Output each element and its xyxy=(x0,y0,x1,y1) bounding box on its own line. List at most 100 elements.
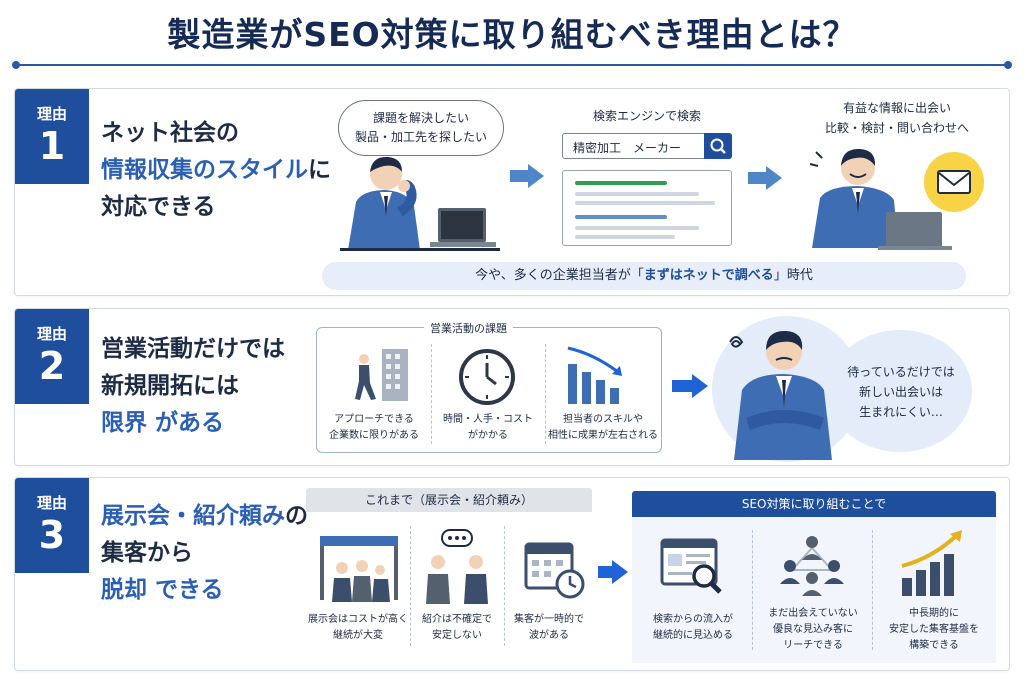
flow-arrow-4 xyxy=(598,560,632,584)
reason-1-badge-number: 1 xyxy=(38,124,66,168)
search-results xyxy=(562,170,732,246)
after-3-line-3: 構築できる xyxy=(909,640,959,651)
issue-2-text: 時間・人手・コスト がかかる xyxy=(432,412,544,444)
issue-3-line-1: 担当者のスキルや xyxy=(563,414,643,425)
reason-2-badge-label: 理由 xyxy=(36,325,67,343)
speech-bubble-background xyxy=(828,330,972,452)
banner-post: 」時代 xyxy=(773,268,813,283)
divider xyxy=(410,526,411,646)
reason-1-heading: ネット社会の 情報収集のスタイルに 対応できる xyxy=(101,115,331,226)
divider xyxy=(431,344,432,444)
after-1-text: 検索からの流入が 継続的に見込める xyxy=(636,612,750,644)
before-3-line-1: 集客が一時的で xyxy=(514,614,584,625)
network-people-icon xyxy=(780,536,844,596)
result-line xyxy=(575,235,675,239)
reason-1-badge-label: 理由 xyxy=(36,105,67,123)
result-line xyxy=(575,226,699,230)
thinking-person-icon xyxy=(340,156,500,251)
reason-1-heading-line2-rest: に xyxy=(308,157,331,183)
result-line xyxy=(575,215,667,219)
after-2-text: まだ出会えていない 優良な見込み客に リーチできる xyxy=(754,606,872,654)
before-header: これまで（展示会・紹介頼み） xyxy=(306,488,592,512)
thought-line-1: 課題を解決したい xyxy=(372,111,469,125)
after-3-line-1: 中長期的に xyxy=(909,608,959,619)
search-icon xyxy=(710,138,726,154)
exhibition-booth-icon xyxy=(320,536,398,602)
result-line-2: 比較・検討・問い合わせへ xyxy=(824,121,969,135)
search-button xyxy=(704,133,732,159)
after-2-line-2: 優良な見込み客に xyxy=(773,624,853,635)
after-3-text: 中長期的に 安定した集客基盤を 構築できる xyxy=(874,606,994,654)
reason-1-banner: 今や、多くの企業担当者が「まずはネットで調べる」時代 xyxy=(322,262,966,290)
flow-arrow-3 xyxy=(672,374,712,398)
after-1-line-1: 検索からの流入が xyxy=(653,614,733,625)
before-2-text: 紹介は不確定で 安定しない xyxy=(410,612,504,644)
worry-scribble-icon xyxy=(729,336,744,348)
before-2-line-1: 紹介は不確定で xyxy=(422,614,492,625)
before-1-line-1: 展示会はコストが高く xyxy=(308,614,408,625)
wait-line-3: 生まれにくい… xyxy=(859,405,943,419)
reason-3-heading-line3-rest: できる xyxy=(147,577,224,603)
thought-line-2: 製品・加工先を探したい xyxy=(354,130,487,144)
search-query: 精密加工 メーカー xyxy=(573,141,682,155)
reason-2-heading: 営業活動だけでは 新規開拓には 限界 がある xyxy=(101,331,285,442)
reason-2-heading-accent: 限界 xyxy=(101,410,147,436)
before-2-line-2: 安定しない xyxy=(432,630,482,641)
thought-bubble: 課題を解決したい 製品・加工先を探したい xyxy=(338,100,504,156)
laptop-icon xyxy=(430,208,496,247)
growth-chart-icon xyxy=(901,530,962,596)
flow-arrow-2 xyxy=(748,166,784,190)
reason-2-heading-line3-rest: がある xyxy=(147,410,225,436)
before-3-text: 集客が一時的で 波がある xyxy=(504,612,594,644)
search-caption: 検索エンジンで検索 xyxy=(592,109,701,123)
before-1-line-2: 継続が大変 xyxy=(333,630,383,641)
reason-3-heading-accent-1: 展示会・紹介頼み xyxy=(101,503,285,529)
before-1-text: 展示会はコストが高く 継続が大変 xyxy=(306,612,410,644)
page-title: 製造業がSEO対策に取り組むべき理由とは？ xyxy=(167,15,857,54)
issue-1-line-1: アプローチできる xyxy=(334,414,414,425)
reason-2-heading-line3: 限界 がある xyxy=(101,405,285,442)
reason-3-heading-line3: 脱却 できる xyxy=(101,572,308,609)
reason-3-heading: 展示会・紹介頼みの 集客から 脱却 できる xyxy=(101,498,308,609)
reason-3-badge-number: 3 xyxy=(38,513,66,557)
reason-1-badge: 理由 1 xyxy=(15,89,89,184)
reason-3-heading-line1: 展示会・紹介頼みの xyxy=(101,498,308,535)
flow-arrow-1 xyxy=(510,164,546,188)
result-caption: 有益な情報に出会い 比較・検討・問い合わせへ xyxy=(804,98,990,138)
reason-3-heading-accent-2: 脱却 xyxy=(101,577,147,603)
wait-message: 待っているだけでは 新しい出会いは 生まれにくい… xyxy=(836,362,966,422)
reason-1-heading-line1: ネット社会の xyxy=(101,120,239,146)
after-2-line-1: まだ出会えていない xyxy=(768,608,858,619)
declining-chart-icon xyxy=(567,346,622,404)
reason-2-heading-line1: 営業活動だけでは xyxy=(101,336,285,362)
divider xyxy=(504,526,505,646)
reason-1-heading-accent: 情報収集のスタイル xyxy=(101,157,308,183)
reason-2-heading-line2: 新規開拓には xyxy=(101,373,239,399)
after-2-line-3: リーチできる xyxy=(783,640,843,651)
sales-issues-title: 営業活動の課題 xyxy=(424,320,513,336)
happy-businessman-icon xyxy=(809,148,984,250)
reason-3-badge-label: 理由 xyxy=(36,494,67,512)
title-divider xyxy=(12,61,1012,69)
result-line xyxy=(575,201,715,205)
reason-3-badge: 理由 3 xyxy=(15,478,89,573)
reason-1-heading-line2: 情報収集のスタイルに xyxy=(101,152,331,189)
after-header: SEO対策に取り組むことで xyxy=(632,491,996,517)
issue-1-text: アプローチできる 企業数に限りがある xyxy=(318,412,430,444)
search-box: 精密加工 メーカー xyxy=(562,133,732,159)
issue-3-text: 担当者のスキルや 相性に成果が左右される xyxy=(546,412,660,444)
walking-person-building-icon xyxy=(355,349,408,401)
clock-icon xyxy=(459,349,515,405)
divider xyxy=(872,530,873,650)
divider xyxy=(545,344,546,444)
issue-3-line-2: 相性に成果が左右される xyxy=(548,430,658,441)
reason-3-heading-line1-rest: の xyxy=(285,503,308,529)
referral-people-icon xyxy=(426,529,488,604)
wait-line-2: 新しい出会いは xyxy=(858,385,943,399)
banner-pre: 今や、多くの企業担当者が「 xyxy=(475,268,644,283)
banner-emphasis: まずはネットで調べる xyxy=(643,268,774,283)
result-line-1: 有益な情報に出会い xyxy=(842,101,951,115)
result-line xyxy=(575,192,699,196)
reason-3-heading-line2: 集客から xyxy=(101,540,193,566)
divider xyxy=(752,530,753,650)
